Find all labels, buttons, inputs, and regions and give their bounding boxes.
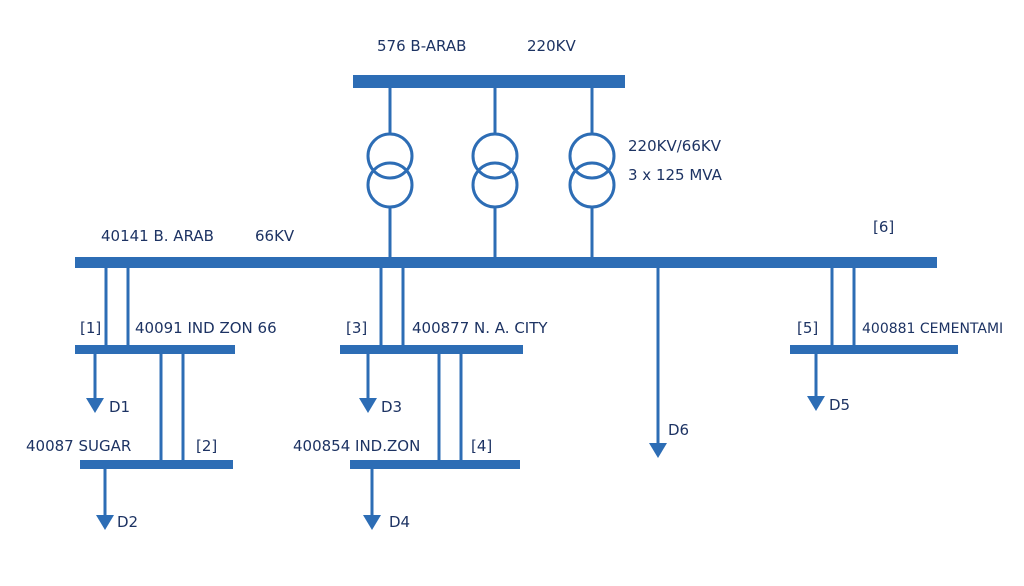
transformer-2[interactable]: [471, 88, 519, 258]
transformer-winding-icon: [366, 161, 414, 209]
transformer-winding-icon: [471, 161, 519, 209]
bus-5-name: 400881 CEMENTAMI: [862, 321, 1003, 337]
load-d5: D5: [829, 396, 850, 414]
load-d2: D2: [117, 513, 138, 531]
load-arrow-icon: [363, 515, 381, 530]
mv-bus-voltage: 66KV: [255, 227, 295, 245]
bus-2-tag: [2]: [196, 437, 217, 455]
bus-5-bar[interactable]: [790, 345, 958, 354]
load-arrow-icon: [807, 396, 825, 411]
hv-bus-bar[interactable]: [353, 75, 625, 88]
transformer-voltage-rating: 220KV/66KV: [628, 137, 722, 155]
bus-3-name: 400877 N. A. CITY: [412, 319, 548, 337]
transformer-winding-icon: [366, 132, 414, 180]
transformer-winding-icon: [568, 132, 616, 180]
load-d1: D1: [109, 398, 130, 416]
bus-1-name: 40091 IND ZON 66: [135, 319, 277, 337]
bus-5-tag: [5]: [797, 319, 818, 337]
transformer-winding-icon: [471, 132, 519, 180]
load-d6: D6: [668, 421, 689, 439]
bus-2-name: 40087 SUGAR: [26, 437, 131, 455]
bus-4-bar[interactable]: [350, 460, 520, 469]
transformer-3[interactable]: [568, 88, 616, 258]
bus-2-bar[interactable]: [80, 460, 233, 469]
load-d3: D3: [381, 398, 402, 416]
transformer-power-rating: 3 x 125 MVA: [628, 166, 723, 184]
load-arrow-icon: [86, 398, 104, 413]
load-arrow-icon: [649, 443, 667, 458]
bus-1-tag: [1]: [80, 319, 101, 337]
hv-bus-name: 576 B-ARAB: [377, 37, 466, 55]
bus-4-name: 400854 IND.ZON: [293, 437, 420, 455]
bus-4-tag: [4]: [471, 437, 492, 455]
mv-bus-tag: [6]: [873, 218, 894, 236]
load-d4: D4: [389, 513, 410, 531]
mv-bus-bar[interactable]: [75, 257, 937, 268]
load-arrow-icon: [359, 398, 377, 413]
bus-3-bar[interactable]: [340, 345, 523, 354]
mv-bus-name: 40141 B. ARAB: [101, 227, 214, 245]
transformer-1[interactable]: [366, 88, 414, 258]
transformer-winding-icon: [568, 161, 616, 209]
bus-3-tag: [3]: [346, 319, 367, 337]
load-arrow-icon: [96, 515, 114, 530]
bus-1-bar[interactable]: [75, 345, 235, 354]
hv-bus-voltage: 220KV: [527, 37, 576, 55]
